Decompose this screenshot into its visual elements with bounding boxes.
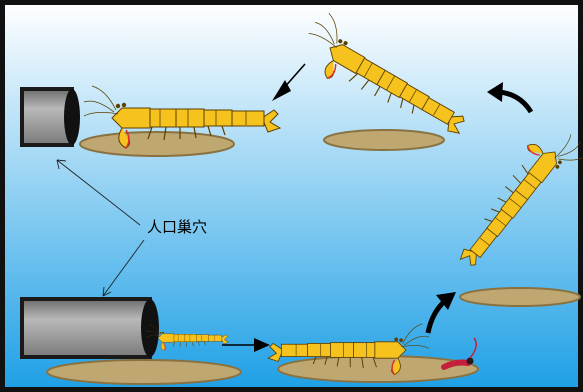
burrow-label: 人口巢穴 (147, 218, 207, 236)
sediment-patch-bottom-mid (278, 356, 478, 382)
artificial-burrow-bottom (22, 299, 159, 357)
sediment-patch-right (460, 288, 580, 306)
sediment-patch-top-mid (324, 130, 444, 150)
sediment-patch-burrow-bottom (47, 360, 241, 384)
artificial-burrow-top (22, 89, 80, 145)
